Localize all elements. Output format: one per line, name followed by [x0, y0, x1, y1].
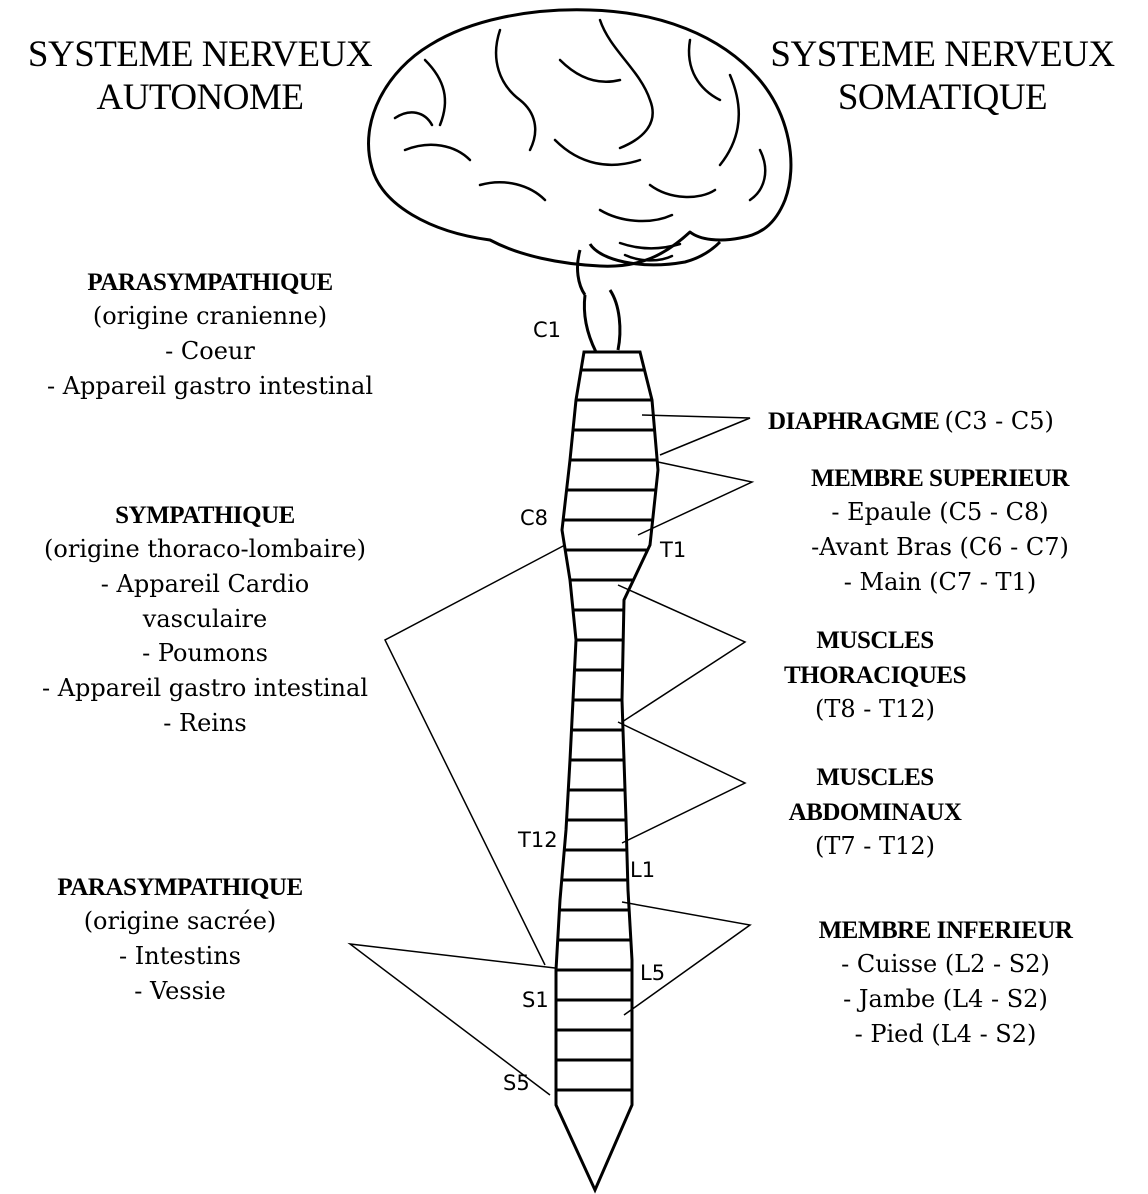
- header-somatique-line2: SOMATIQUE: [740, 77, 1145, 120]
- membre-inf-line: - Jambe (L4 - S2): [768, 982, 1123, 1017]
- para-cranial-line: (origine cranienne): [0, 299, 420, 334]
- sympathique-line: vasculaire: [0, 602, 410, 637]
- header-autonome-line1: SYSTEME NERVEUX: [0, 34, 400, 77]
- abdominaux-title-line2: ABDOMINAUX: [755, 800, 995, 825]
- membre-inf-title: MEMBRE INFERIEUR: [768, 918, 1123, 943]
- sympathique-connector: [385, 545, 565, 965]
- membre-sup-line: - Main (C7 - T1): [755, 565, 1125, 600]
- header-autonome: SYSTEME NERVEUX AUTONOME: [0, 34, 400, 119]
- header-somatique: SYSTEME NERVEUX SOMATIQUE: [740, 34, 1145, 119]
- membre-inf-block: MEMBRE INFERIEUR - Cuisse (L2 - S2) - Ja…: [768, 918, 1123, 1051]
- thoraciques-title-line1: MUSCLES: [755, 628, 995, 653]
- level-label-l1: L1: [630, 860, 655, 881]
- diaphragm-connector: [642, 415, 750, 455]
- sympathique-block: SYMPATHIQUE (origine thoraco-lombaire) -…: [0, 503, 410, 741]
- abdominaux-block: MUSCLES ABDOMINAUX (T7 - T12): [755, 765, 995, 864]
- header-autonome-line2: AUTONOME: [0, 77, 400, 120]
- level-label-s5: S5: [503, 1073, 530, 1094]
- para-sacral-line: (origine sacrée): [0, 904, 360, 939]
- abdominaux-connector: [618, 722, 745, 843]
- diaphragme-title: DIAPHRAGME: [768, 408, 939, 435]
- thoraciques-title-line2: THORACIQUES: [755, 663, 995, 688]
- sympathique-line: - Appareil gastro intestinal: [0, 671, 410, 706]
- thoraciques-connector: [618, 585, 745, 722]
- para-sacral-block: PARASYMPATHIQUE (origine sacrée) - Intes…: [0, 875, 360, 1008]
- para-cranial-line: - Appareil gastro intestinal: [0, 369, 420, 404]
- sympathique-line: - Reins: [0, 706, 410, 741]
- thoraciques-block: MUSCLES THORACIQUES (T8 - T12): [755, 628, 995, 727]
- membre-sup-block: MEMBRE SUPERIEUR - Epaule (C5 - C8) -Ava…: [755, 466, 1125, 599]
- membre-inf-connector: [622, 902, 750, 1015]
- diaphragme-block: DIAPHRAGME (C3 - C5): [768, 404, 1054, 439]
- para-cranial-block: PARASYMPATHIQUE (origine cranienne) - Co…: [0, 270, 420, 403]
- membre-sup-title: MEMBRE SUPERIEUR: [755, 466, 1125, 491]
- para-sacral-title: PARASYMPATHIQUE: [0, 875, 360, 900]
- membre-sup-line: -Avant Bras (C6 - C7): [755, 530, 1125, 565]
- connector-lines: [350, 415, 752, 1095]
- level-label-s1: S1: [522, 990, 549, 1011]
- para-sacral-line: - Vessie: [0, 974, 360, 1009]
- para-cranial-line: - Coeur: [0, 334, 420, 369]
- abdominaux-title-line1: MUSCLES: [755, 765, 995, 790]
- header-somatique-line1: SYSTEME NERVEUX: [740, 34, 1145, 77]
- level-label-c8: C8: [520, 508, 548, 529]
- level-label-c1: C1: [533, 320, 561, 341]
- level-label-l5: L5: [640, 963, 665, 984]
- brain-illustration: [369, 10, 791, 352]
- sympathique-line: - Poumons: [0, 636, 410, 671]
- para-sacral-line: - Intestins: [0, 939, 360, 974]
- brain-folds: [395, 20, 765, 260]
- sympathique-title: SYMPATHIQUE: [0, 503, 410, 528]
- spinal-cord: [556, 352, 658, 1190]
- sympathique-line: (origine thoraco-lombaire): [0, 532, 410, 567]
- membre-sup-line: - Epaule (C5 - C8): [755, 495, 1125, 530]
- diaphragme-range: (C3 - C5): [944, 407, 1053, 435]
- thoraciques-range: (T8 - T12): [755, 692, 995, 727]
- abdominaux-range: (T7 - T12): [755, 829, 995, 864]
- para-cranial-title: PARASYMPATHIQUE: [0, 270, 420, 295]
- level-label-t1: T1: [660, 540, 686, 561]
- membre-inf-line: - Cuisse (L2 - S2): [768, 947, 1123, 982]
- membre-inf-line: - Pied (L4 - S2): [768, 1017, 1123, 1052]
- sympathique-line: - Appareil Cardio: [0, 567, 410, 602]
- level-label-t12: T12: [518, 830, 558, 851]
